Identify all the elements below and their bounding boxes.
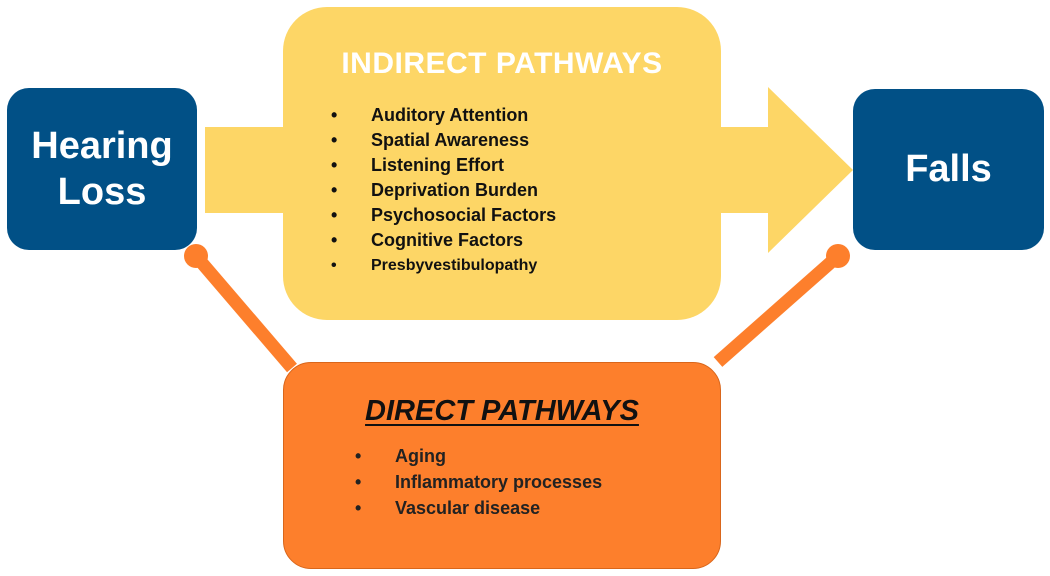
indirect-pathways-box: INDIRECT PATHWAYS •Auditory Attention •S…: [283, 7, 721, 320]
indirect-pathways-title: INDIRECT PATHWAYS: [341, 47, 663, 80]
bullet: •: [331, 205, 338, 225]
list-item: •Auditory Attention: [331, 103, 556, 128]
list-item: •Cognitive Factors: [331, 228, 556, 253]
bullet: •: [331, 155, 338, 175]
direct-pathways-title: DIRECT PATHWAYS: [365, 395, 639, 427]
bullet: •: [331, 180, 338, 200]
list-item: •Psychosocial Factors: [331, 203, 556, 228]
list-item: •Aging: [355, 443, 602, 469]
list-item: •Inflammatory processes: [355, 469, 602, 495]
list-item: •Deprivation Burden: [331, 178, 556, 203]
direct-pathways-box: DIRECT PATHWAYS •Aging •Inflammatory pro…: [283, 362, 721, 569]
indirect-pathways-list: •Auditory Attention •Spatial Awareness •…: [331, 103, 556, 278]
falls-label: Falls: [905, 148, 992, 190]
bullet: •: [331, 105, 338, 125]
bullet: •: [355, 446, 362, 466]
left-connector-ball: [184, 244, 208, 268]
bullet: •: [355, 472, 362, 492]
left-connector-line: [191, 251, 297, 373]
direct-pathways-list: •Aging •Inflammatory processes •Vascular…: [355, 443, 602, 521]
bullet: •: [331, 130, 338, 150]
bullet: •: [331, 257, 337, 274]
bullet: •: [331, 230, 338, 250]
right-connector-ball: [826, 244, 850, 268]
falls-node: Falls: [853, 89, 1044, 250]
hearing-loss-label: Hearing Loss: [31, 125, 173, 213]
bullet: •: [355, 498, 362, 518]
list-item: •Listening Effort: [331, 153, 556, 178]
hearing-loss-node: Hearing Loss: [7, 88, 197, 250]
right-connector-line: [713, 251, 843, 367]
list-item: •Presbyvestibulopathy: [331, 253, 556, 278]
list-item: •Vascular disease: [355, 495, 602, 521]
list-item: •Spatial Awareness: [331, 128, 556, 153]
